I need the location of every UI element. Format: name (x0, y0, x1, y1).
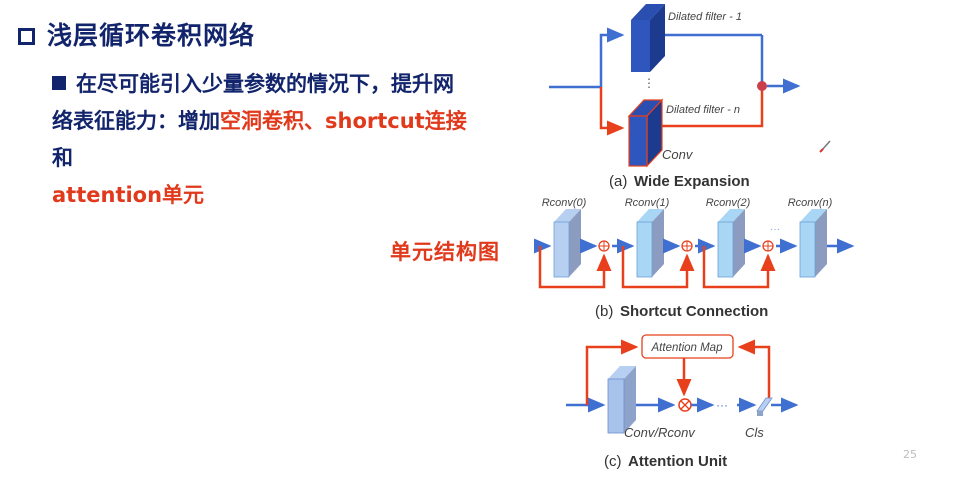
bottom-branch-line (599, 87, 625, 136)
wide-expansion-diagram: ⋮ Dilated filter - 1 Dilated filter - n … (549, 4, 801, 190)
slide-title-text: 浅层循环卷积网络 (47, 21, 256, 50)
rconv-label: Rconv(0) (542, 197, 587, 209)
bullet-point: 在尽可能引入少量参数的情况下，提升网络表征能力：增加空洞卷积、shortcut连… (52, 66, 472, 214)
bullet-text-highlight-2: attention单元 (52, 183, 205, 207)
attention-map-box (641, 334, 734, 359)
bullet-text-dark: 在尽可能引入少量参数的情况下，提升网络表征能力：增加 (52, 72, 454, 133)
attention-ellipsis: ··· (716, 398, 728, 412)
dilated-filter-n-block (627, 98, 664, 168)
dilated-filter-1-block (631, 4, 665, 72)
rconv-label: Rconv(2) (706, 197, 751, 209)
bullet-text-highlight: 空洞卷积、shortcut连接 (220, 109, 467, 133)
merge-node (757, 81, 767, 91)
conv-rconv-label: Conv/Rconv (624, 425, 696, 440)
attention-unit-diagram: Attention Map ··· Conv/Rconv Cls (c) Att… (566, 334, 799, 470)
unit-structure-label: 单元结构图 (390, 240, 500, 264)
cls-label: Cls (745, 425, 764, 440)
multiply-node (678, 398, 692, 412)
dilated-filter-1-label: Dilated filter - 1 (668, 11, 742, 23)
shortcut-path (538, 246, 612, 289)
pen-cursor-icon (819, 140, 831, 153)
top-branch-line (599, 27, 625, 87)
rconv-block (717, 209, 745, 278)
caption-a-prefix: (a) (609, 173, 627, 190)
ellipsis-vertical: ⋮ (643, 76, 655, 90)
shortcut-connection-diagram: Rconv(0) Rconv(1) Rconv(2) Rconv(n) (534, 197, 855, 289)
square-bullet-icon (52, 76, 66, 90)
attention-map-label: Attention Map (651, 342, 724, 354)
rconv-label: Rconv(n) (788, 197, 833, 209)
caption-wide-expansion: Wide Expansion (634, 173, 750, 190)
shortcut-path (702, 246, 776, 289)
shortcut-path (621, 246, 695, 289)
slide-title: 浅层循环卷积网络 (18, 16, 255, 52)
rconv-block (799, 209, 827, 278)
caption-attention-unit: Attention Unit (628, 453, 727, 470)
cls-block (756, 397, 773, 416)
caption-b-prefix: (b) (595, 303, 613, 320)
page-number: 25 (903, 448, 917, 461)
shortcut-ellipsis: ··· (770, 224, 780, 235)
conv-rconv-block (607, 366, 636, 434)
caption-shortcut-connection: Shortcut Connection (620, 303, 768, 320)
conv-label: Conv (662, 147, 694, 162)
checkbox-bullet-icon (18, 28, 35, 45)
rconv-block (553, 209, 581, 278)
dilated-filter-n-label: Dilated filter - n (666, 104, 740, 116)
rconv-block (636, 209, 664, 278)
caption-c-prefix: (c) (604, 453, 622, 470)
rconv-label: Rconv(1) (625, 197, 670, 209)
bullet-text-dark-2: 和 (52, 146, 73, 170)
